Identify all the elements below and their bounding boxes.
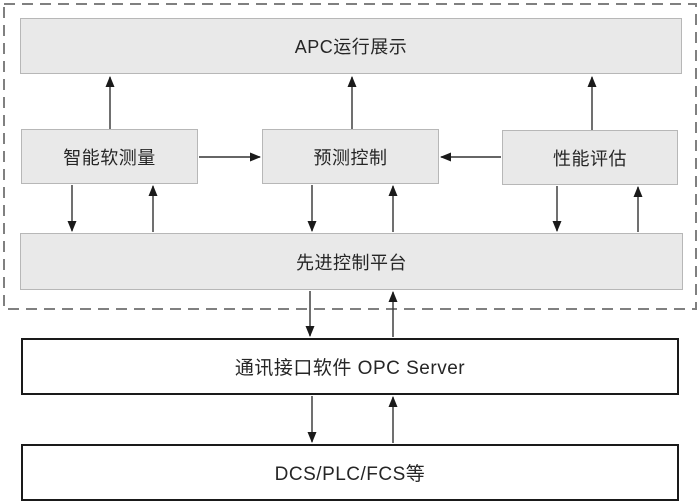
node-predictive-control: 预测控制 [262, 129, 439, 184]
node-control-platform: 先进控制平台 [20, 233, 683, 290]
node-performance-evaluation: 性能评估 [502, 130, 678, 185]
node-field-systems: DCS/PLC/FCS等 [21, 444, 679, 501]
node-apc-display: APC运行展示 [20, 18, 682, 74]
node-apc-display-label: APC运行展示 [294, 37, 408, 57]
node-field-systems-label: DCS/PLC/FCS等 [274, 464, 426, 485]
node-control-platform-label: 先进控制平台 [296, 252, 407, 273]
node-predictive-control-label: 预测控制 [313, 147, 388, 168]
node-opc-server-label: 通讯接口软件 OPC Server [234, 358, 466, 379]
node-performance-evaluation-label: 性能评估 [553, 148, 627, 169]
node-soft-sensor-label: 智能软测量 [63, 147, 156, 168]
node-soft-sensor: 智能软测量 [21, 129, 198, 184]
node-opc-server: 通讯接口软件 OPC Server [21, 338, 679, 395]
